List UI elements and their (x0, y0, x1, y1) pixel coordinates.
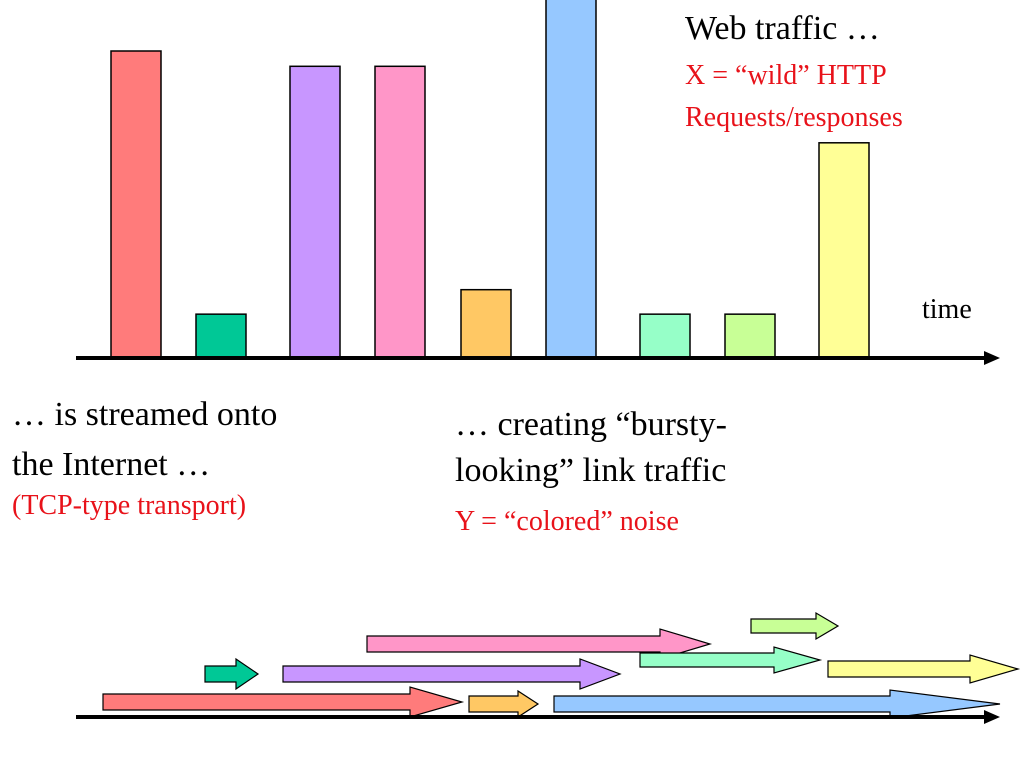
traffic-bar (289, 65, 341, 358)
x-definition: X = “wild” HTTP (685, 60, 887, 91)
traffic-bar (818, 142, 870, 358)
traffic-bar (374, 65, 426, 358)
flow-arrow (750, 611, 840, 641)
streamed-text-line2: the Internet … (12, 446, 211, 483)
traffic-bar (724, 313, 776, 358)
creating-text-line1: … creating “bursty- (455, 406, 727, 443)
traffic-bar (110, 50, 162, 358)
streamed-text-line1: … is streamed onto (12, 396, 278, 433)
bottom-link-axis (76, 710, 1000, 724)
transport-note: (TCP-type transport) (12, 490, 247, 521)
creating-text-line2: looking” link traffic (455, 452, 727, 489)
flow-arrow (468, 689, 540, 719)
flow-arrow (639, 646, 823, 674)
traffic-bar (460, 288, 512, 358)
traffic-bar (639, 313, 691, 358)
traffic-bar (545, 0, 597, 358)
flow-arrow-group (102, 611, 1021, 719)
flow-arrow (827, 654, 1021, 684)
top-time-axis (76, 351, 1000, 365)
flow-arrow (204, 657, 260, 691)
flow-arrow (282, 658, 622, 690)
y-definition: Y = “colored” noise (455, 506, 679, 537)
time-axis-label: time (922, 294, 972, 325)
flow-arrow (102, 686, 465, 718)
title: Web traffic … (685, 10, 880, 47)
flow-arrow (553, 689, 1001, 719)
bar-group (110, 0, 870, 358)
flow-arrow (366, 628, 713, 660)
x-definition-line2: Requests/responses (685, 102, 903, 133)
traffic-bar (195, 313, 247, 358)
